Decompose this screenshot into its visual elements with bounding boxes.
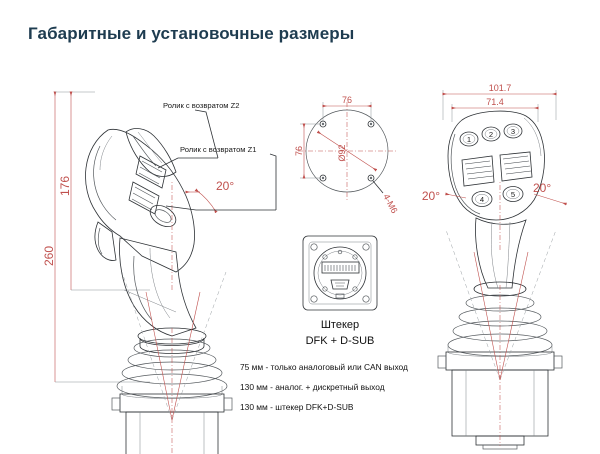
- roller-z2-housing: [135, 155, 167, 189]
- callout-4-m6-label: 4-M6: [381, 192, 399, 215]
- dimension-76-vertical-label: 76: [294, 146, 304, 156]
- notes-block: 75 мм - только аналоговый или CAN выход …: [240, 362, 408, 412]
- dimension-diameter-92-label: Ø92: [337, 144, 347, 161]
- angle-20-left-label: 20°: [216, 179, 234, 193]
- dimension-71-4: 71.4: [451, 97, 539, 122]
- button-label-2: 2: [489, 130, 493, 139]
- connector-label-line-1: Штекер: [321, 319, 359, 331]
- note-line-3: 130 мм - штекер DFK+D-SUB: [240, 402, 354, 412]
- callout-roller-z2-label: Ролик с возвратом Z2: [163, 101, 240, 110]
- callout-roller-z1-label: Ролик с возвратом Z1: [180, 145, 257, 154]
- dimension-angle-20-right-left: 20°: [422, 189, 467, 203]
- dimension-176: 176: [58, 91, 150, 291]
- joystick-stem-left: [119, 237, 197, 337]
- angle-20-right-right-label: 20°: [533, 181, 551, 195]
- dimension-260-label: 260: [42, 246, 56, 266]
- callout-4-m6: 4-M6: [372, 180, 400, 215]
- note-line-2: 130 мм - аналог. + дискретный выход: [240, 382, 385, 392]
- page-title: Габаритные и установочные размеры: [28, 24, 355, 43]
- dimension-101-7: 101.7: [442, 83, 557, 120]
- dimension-76-horizontal-label: 76: [342, 95, 352, 105]
- dimension-diameter-92: Ø92: [316, 130, 378, 172]
- button-label-5: 5: [511, 190, 515, 199]
- connector-label-line-2: DFK + D-SUB: [306, 335, 375, 347]
- dimension-101-7-label: 101.7: [489, 83, 512, 93]
- angle-20-right-left-label: 20°: [422, 189, 440, 203]
- dimension-76-horizontal: 76: [322, 95, 372, 122]
- dimension-76-vertical: 76: [294, 123, 321, 179]
- button-row-top: 1 2 3: [459, 123, 523, 147]
- dimension-176-label: 176: [58, 176, 72, 196]
- callout-roller-z1: Ролик с возвратом Z1: [165, 145, 277, 211]
- roller-z1-housing: [128, 181, 160, 215]
- note-line-1: 75 мм - только аналоговый или CAN выход: [240, 362, 408, 372]
- joystick-stem-right: [475, 217, 527, 289]
- button-row-bottom: 4 5: [471, 186, 524, 207]
- right-front-elevation: 101.7 71.4 1 2 3: [422, 83, 568, 450]
- joystick-handle-side: [85, 128, 195, 273]
- dimension-angle-20-right-right: 20°: [533, 181, 568, 206]
- callout-roller-z2: Ролик с возвратом Z2: [157, 101, 240, 169]
- mounting-pattern-view: 76 76 Ø92 4-M6: [294, 95, 400, 215]
- dimension-angle-20-left: 20°: [185, 179, 234, 214]
- button-label-3: 3: [511, 127, 515, 136]
- button-label-1: 1: [467, 135, 471, 144]
- rocker-switches: [461, 151, 533, 187]
- tilt-envelope-left: [121, 180, 227, 454]
- technical-drawing-canvas: 260 176: [42, 83, 568, 454]
- joystick-head-front: 1 2 3: [447, 110, 545, 221]
- left-side-elevation: 260 176: [42, 91, 277, 454]
- connector-detail-view: Штекер DFK + D-SUB: [302, 235, 378, 347]
- dimension-71-4-label: 71.4: [486, 97, 504, 107]
- tilt-envelope-right: [445, 180, 557, 446]
- dimension-260: 260: [42, 91, 150, 383]
- button-label-4: 4: [480, 195, 484, 204]
